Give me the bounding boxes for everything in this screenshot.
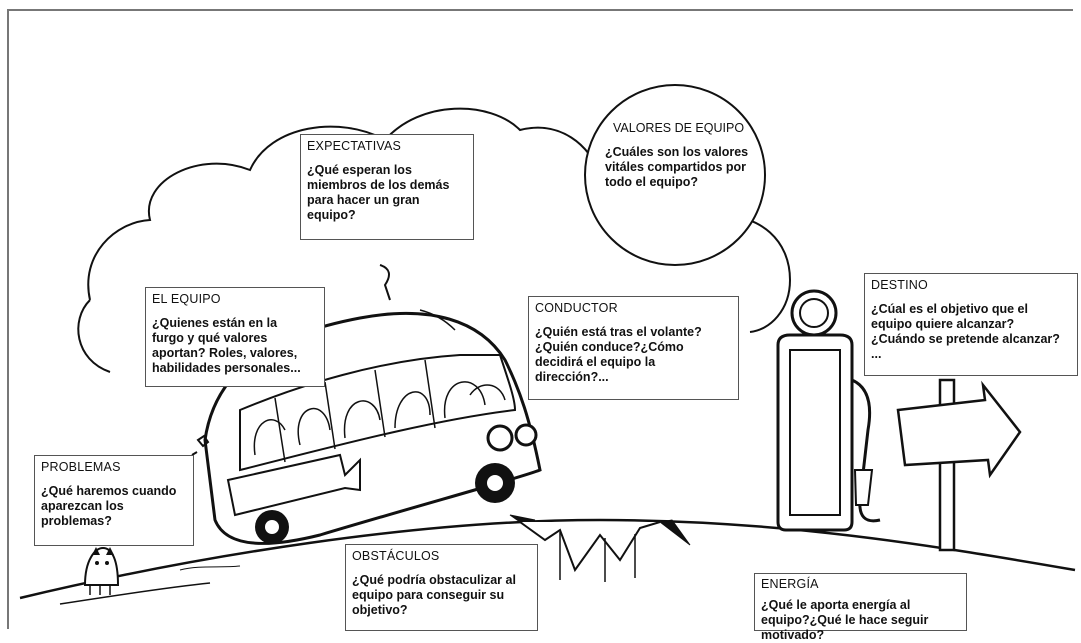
- destination-text: ¿Cúal es el objetivo que el equipo quier…: [871, 302, 1071, 362]
- energy-text: ¿Qué le aporta energía al equipo?¿Qué le…: [761, 598, 960, 643]
- dog-icon: [85, 547, 118, 595]
- values-box: VALORES DE EQUIPO ¿Cuáles son los valore…: [605, 121, 755, 190]
- obstacles-title: OBSTÁCULOS: [352, 549, 531, 564]
- energy-box: ENERGÍA ¿Qué le aporta energía al equipo…: [754, 573, 967, 631]
- problems-text: ¿Qué haremos cuando aparezcan los proble…: [41, 484, 187, 529]
- problems-title: PROBLEMAS: [41, 460, 187, 475]
- destination-title: DESTINO: [871, 278, 1071, 293]
- destination-box: DESTINO ¿Cúal es el objetivo que el equi…: [864, 273, 1078, 376]
- team-title: EL EQUIPO: [152, 292, 318, 307]
- obstacles-text: ¿Qué podría obstaculizar al equipo para …: [352, 573, 531, 618]
- team-text: ¿Quienes están en la furgo y qué valores…: [152, 316, 318, 376]
- values-text: ¿Cuáles son los valores vitáles comparti…: [605, 145, 755, 190]
- expectations-text: ¿Qué esperan los miembros de los demás p…: [307, 163, 467, 223]
- driver-title: CONDUCTOR: [535, 301, 732, 316]
- problems-box: PROBLEMAS ¿Qué haremos cuando aparezcan …: [34, 455, 194, 546]
- team-box: EL EQUIPO ¿Quienes están en la furgo y q…: [145, 287, 325, 387]
- expectations-box: EXPECTATIVAS ¿Qué esperan los miembros d…: [300, 134, 474, 240]
- obstacles-box: OBSTÁCULOS ¿Qué podría obstaculizar al e…: [345, 544, 538, 631]
- values-title: VALORES DE EQUIPO: [613, 121, 755, 136]
- arrow-sign-icon: [898, 380, 1020, 550]
- driver-text: ¿Quién está tras el volante? ¿Quién cond…: [535, 325, 732, 385]
- energy-title: ENERGÍA: [761, 577, 960, 592]
- driver-box: CONDUCTOR ¿Quién está tras el volante? ¿…: [528, 296, 739, 400]
- expectations-title: EXPECTATIVAS: [307, 139, 467, 154]
